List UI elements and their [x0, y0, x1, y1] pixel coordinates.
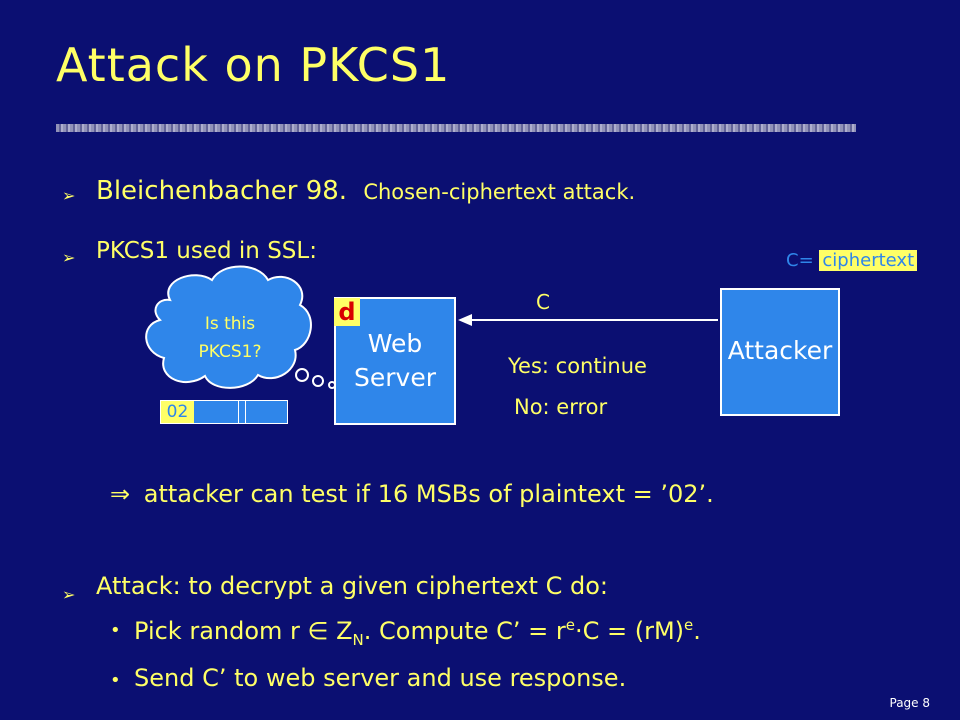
cloud-question-line2: PKCS1?	[198, 342, 262, 362]
c-equals-label: C=	[786, 250, 814, 271]
arrowhead-bullet-icon: ➢	[62, 248, 76, 267]
bullet-bleichenbacher: Bleichenbacher 98. Chosen-ciphertext att…	[96, 176, 635, 206]
ciphertext-label: ciphertext	[819, 250, 918, 271]
superscript-e: e	[684, 616, 694, 634]
pick-random-text: Pick random r	[134, 617, 308, 645]
attacker-label: Attacker	[727, 336, 833, 365]
bullet-pkcs1-ssl: PKCS1 used in SSL:	[96, 238, 317, 264]
period: .	[693, 617, 701, 645]
bullet-attack: Attack: to decrypt a given ciphertext C …	[96, 572, 608, 600]
web-server-label-line1: Web	[367, 329, 423, 358]
title-divider	[56, 124, 856, 132]
page-number: Page 8	[889, 696, 931, 710]
packet-prefix: 02	[161, 401, 194, 423]
chosen-ciphertext-note: Chosen-ciphertext attack.	[363, 180, 636, 204]
thought-bubble-medium	[312, 375, 324, 387]
superscript-e: e	[565, 616, 575, 634]
arrowhead-bullet-icon: ➢	[62, 585, 76, 604]
sub-bullet-send: Send C’ to web server and use response.	[134, 664, 627, 692]
thought-cloud-shape	[145, 265, 312, 389]
slide-title: Attack on PKCS1	[56, 38, 451, 92]
z-symbol: Z	[328, 617, 353, 645]
element-of-symbol: ∈	[307, 617, 329, 645]
implication-line: ⇒ attacker can test if 16 MSBs of plaint…	[110, 480, 714, 508]
subscript-n: N	[352, 630, 364, 649]
attacker-box: Attacker	[720, 288, 840, 416]
packet-divider	[238, 401, 239, 423]
arrow-c-label: C	[536, 290, 550, 314]
implication-text: attacker can test if 16 MSBs of plaintex…	[143, 480, 714, 508]
cloud-question-line1: Is this	[204, 314, 256, 334]
arrow-c-head	[458, 314, 472, 326]
plaintext-packet: 02	[160, 400, 288, 424]
packet-divider	[245, 401, 246, 423]
bullet-bleichenbacher-text: Bleichenbacher 98.	[96, 176, 348, 206]
response-no-label: No: error	[514, 395, 608, 419]
sub-bullet-pick-random: Pick random r ∈ ZN. Compute C’ = re⋅C = …	[134, 616, 701, 649]
ciphertext-definition: C= ciphertext	[786, 250, 918, 272]
compute-text: . Compute C’ = r	[363, 617, 566, 645]
thought-bubble-large	[295, 368, 309, 382]
web-server-label-line2: Server	[354, 363, 436, 392]
sub-bullet-dot: •	[110, 670, 121, 691]
arrowhead-bullet-icon: ➢	[62, 186, 76, 205]
private-key-d-label: d	[334, 298, 360, 326]
implies-symbol: ⇒	[110, 480, 131, 508]
dot-symbol: ⋅	[574, 617, 583, 645]
equation-text: C = (rM)	[582, 617, 685, 645]
response-yes-label: Yes: continue	[508, 354, 647, 378]
sub-bullet-dot: •	[110, 620, 121, 641]
